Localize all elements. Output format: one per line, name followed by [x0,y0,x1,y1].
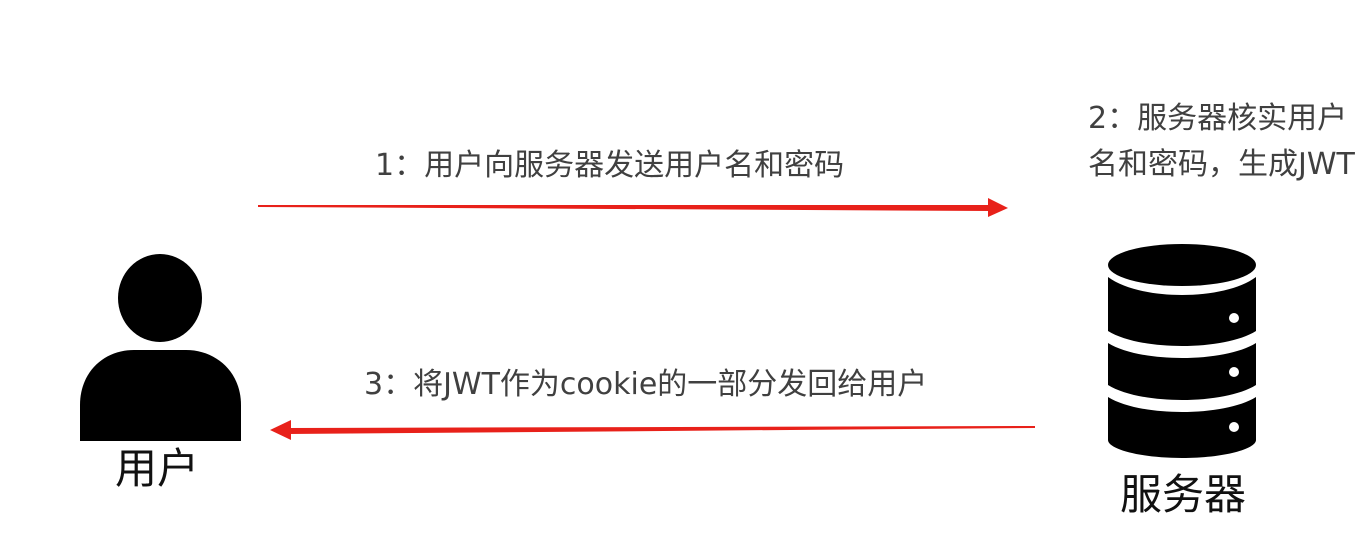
step-1-label: 1：用户向服务器发送用户名和密码 [375,148,845,183]
user-silhouette-icon [80,254,241,441]
server-label: 服务器 [1120,470,1247,519]
database-server-icon [1108,244,1256,458]
step-2-label: 2：服务器核实用户名和密码，生成JWT [1088,101,1355,182]
step-3-label: 3：将JWT作为cookie的一部分发回给用户 [364,367,928,402]
response-arrow [270,420,1035,440]
request-arrow [258,198,1008,217]
user-label: 用户 [115,444,200,493]
